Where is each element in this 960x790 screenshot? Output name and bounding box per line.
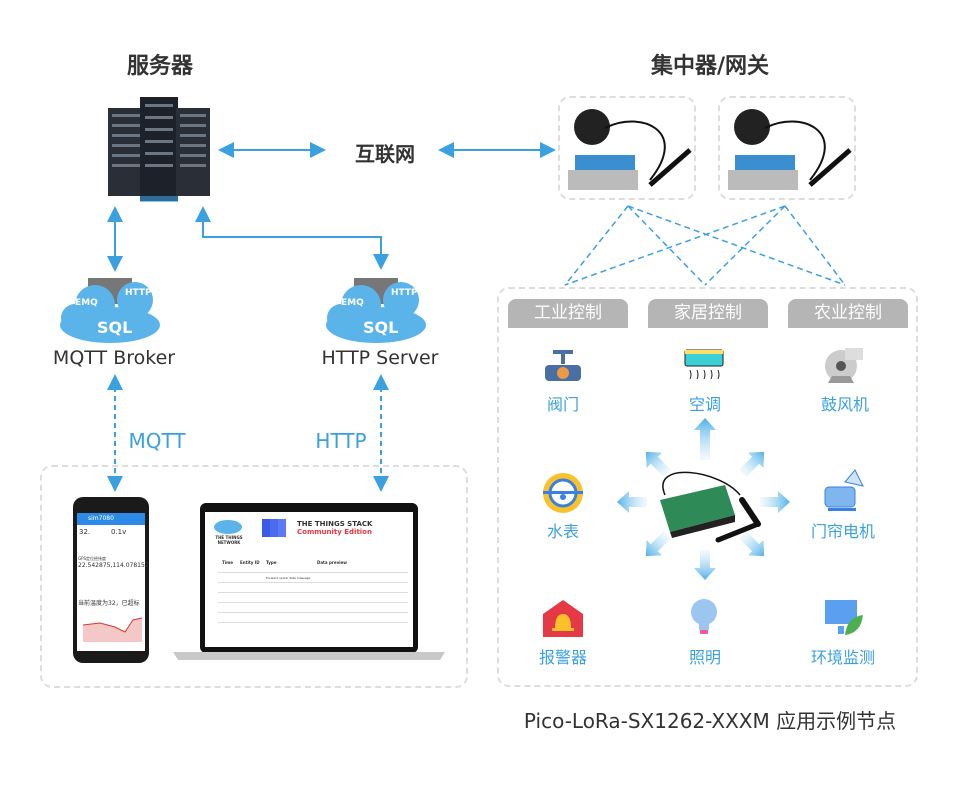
device-label-motor: 门帘电机	[810, 522, 876, 541]
sql-text: SQL	[97, 318, 133, 337]
stack-edition: Community Edition	[297, 528, 372, 536]
gateway-box-1	[558, 96, 696, 200]
water-meter-icon	[543, 473, 583, 513]
http-text: HTTP	[125, 288, 152, 298]
clients-box	[40, 465, 468, 688]
phone-voltage: 0.1v	[111, 528, 127, 536]
col-entity: Entity ID	[240, 560, 260, 565]
device-label-light: 照明	[688, 648, 722, 667]
emq-text: EMQ	[75, 298, 98, 308]
device-label-valve: 阀门	[546, 395, 580, 414]
servers-title: 服务器	[126, 54, 194, 79]
http-server-label: HTTP Server	[321, 347, 439, 369]
device-label-ac: 空调	[688, 395, 722, 414]
col-data-preview: Data preview	[317, 560, 347, 565]
nodes-box	[497, 287, 918, 687]
http-text: HTTP	[391, 288, 418, 298]
phone-temp: 32.	[79, 528, 91, 536]
motor-icon	[824, 469, 864, 511]
row-type: Forward uplink data message	[266, 576, 311, 580]
mqtt-protocol-label: MQTT	[128, 429, 186, 453]
pico-lora-board	[660, 471, 761, 543]
phone-gps: 22.542875,114.078152	[78, 562, 149, 569]
blower-icon	[825, 348, 863, 383]
gateway-box-2	[718, 96, 856, 200]
phone-app-name: sim7080	[88, 515, 114, 522]
phone-device	[73, 497, 149, 663]
device-label-water-meter: 水表	[546, 522, 580, 541]
tab-agriculture-control: 农业控制	[788, 299, 908, 328]
emq-text: EMQ	[341, 298, 364, 308]
light-bulb-icon	[691, 599, 717, 634]
caption: Pico-LoRa-SX1262-XXXM 应用示例节点	[523, 709, 897, 733]
radial-arrows	[617, 418, 790, 580]
environment-monitor-icon	[825, 600, 863, 635]
gateway-icon	[728, 109, 852, 190]
col-time: Time	[222, 560, 233, 565]
device-label-environment: 环境监测	[810, 648, 876, 667]
tab-industrial-control: 工业控制	[508, 299, 628, 328]
tab-home-control: 家居控制	[648, 299, 768, 328]
http-protocol-label: HTTP	[315, 429, 367, 453]
laptop-device	[173, 503, 445, 660]
air-conditioner-icon	[684, 349, 724, 380]
gateways-title: 集中器/网关	[650, 54, 770, 79]
col-type: Type	[266, 560, 277, 565]
alarm-icon	[543, 600, 583, 637]
server-icon	[108, 97, 210, 202]
mqtt-broker-label: MQTT Broker	[52, 347, 176, 369]
ttn-logo-text: THE THINGS NETWORK	[215, 535, 243, 545]
device-label-alarm: 报警器	[538, 648, 588, 667]
stack-title: THE THINGS STACK	[297, 520, 373, 528]
internet-label: 互联网	[355, 142, 415, 166]
phone-alert: 当前温度为32，已超标	[78, 600, 140, 607]
mqtt-cloud-icon	[60, 278, 160, 343]
sql-text: SQL	[363, 318, 399, 337]
valve-icon	[545, 350, 581, 381]
phone-gps-label: GPS定位经纬度	[78, 556, 107, 561]
device-label-blower: 鼓风机	[820, 395, 870, 414]
gateway-icon	[568, 109, 692, 190]
http-cloud-icon	[326, 278, 426, 343]
